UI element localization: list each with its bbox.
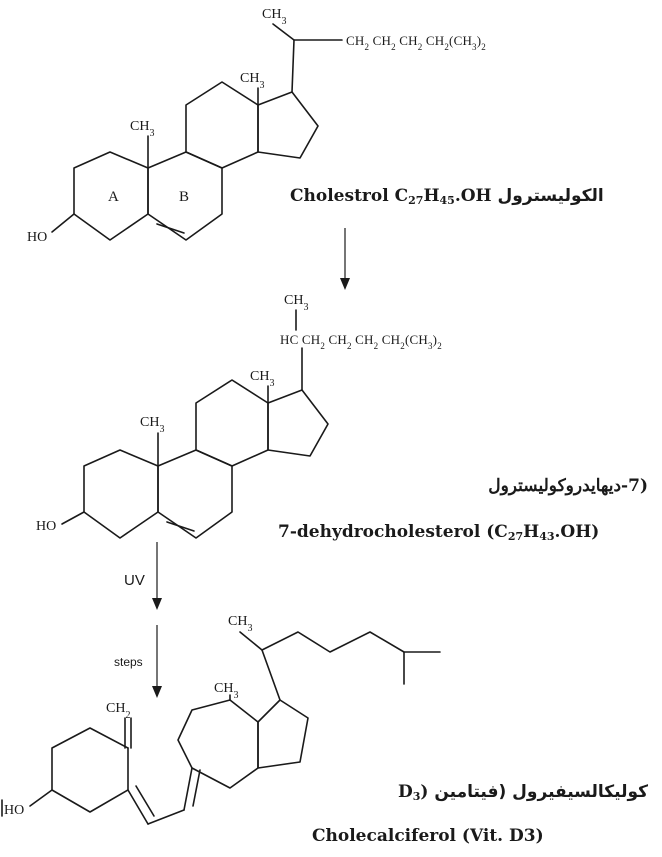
cholesterol-c17-bond [291,39,295,93]
vitd-arabic-caption: D3) كوليكالسيفيرول (فيتامين [397,782,648,803]
dehydrocholesterol-structure: CH3 HC CH2 CH2 CH2 CH2(CH3)2 CH3 CH3 HO [36,293,442,539]
cholesterol-side-methyl-label: CH3 [262,7,286,27]
cholesterol-methyl-bond [272,23,295,41]
cholesterol-ring-b-label: B [179,189,189,205]
cholesterol-double-bond [156,223,185,234]
dehydro-ring-a [83,449,159,539]
arrow-uv: UV [124,542,162,610]
steps-label: steps [114,655,143,669]
cholesterol-side-chain-label: CH2 CH2 CH2 CH2(CH3)2 [346,33,486,52]
dehydro-side-methyl-label: CH3 [284,293,308,313]
vitd-angular-methyl-label: CH3 [214,681,238,701]
arrow-cholesterol-to-dehydro [340,228,350,290]
vitd-c17-bond [261,649,281,701]
vitd-c5-c6-double-bond [135,785,155,817]
vitd-ring-d [257,699,309,769]
vitd-c5-c6-bond [127,789,149,825]
vitd-c6-c7-bond [147,809,185,825]
cholesterol-name: Cholestrol [290,186,389,206]
dehydro-hydroxyl-label: HO [36,519,56,534]
dehydro-angular-methyl-label-2: CH3 [250,369,274,389]
cholesterol-formula: C27H45.OH [394,186,492,207]
dehydro-arabic-caption: (7-ديهايدروكوليسترول [488,476,648,496]
cholesterol-ring-d [257,91,319,159]
dehydro-caption: 7-dehydrocholesterol (C27H43.OH) [278,522,600,543]
dehydro-side-chain-label: HC CH2 CH2 CH2 CH2(CH3)2 [280,332,442,351]
vitd-caption: Cholecalciferol (Vit. D3) [312,826,544,846]
vitd-hydroxyl-label: HO [4,803,24,818]
cholecalciferol-structure: CH3 CH3 CH2 HO [1,614,441,825]
cholesterol-angular-methyl-label-2: CH3 [240,71,264,91]
dehydro-ring-d [267,389,329,457]
vitd-methyl-bond [239,631,263,651]
cholesterol-hydroxyl-label: HO [27,230,47,245]
dehydro-angular-methyl-label-1: CH3 [140,415,164,435]
vitd-methylene-label: CH2 [106,701,130,721]
vitd-oh-bond [29,789,53,807]
uv-label: UV [124,572,145,589]
vitd-c8-bond [183,767,193,811]
cholesterol-structure: CH3 CH2 CH2 CH2 CH2(CH3)2 CH3 CH3 HO A B [27,7,486,245]
dehydro-ring-b [157,449,233,539]
cholesterol-ring-a-label: A [108,189,119,205]
dehydro-double-bond [166,521,195,532]
cholesterol-ring-c [185,81,259,169]
vitd-ring-c [177,699,259,789]
dehydro-ring-c [195,379,269,467]
cholesterol-caption: Cholestrol C27H45.OH الكوليسترول [290,186,604,206]
vitd-side-chain [261,631,441,653]
vitd-ring-a [51,727,129,813]
vitd-side-methyl-label: CH3 [228,614,252,634]
arrow-steps: steps [114,625,162,698]
vitd-c8-double-bond [192,769,201,807]
cholesterol-arabic-name: الكوليسترول [497,186,604,206]
cholesterol-angular-methyl-label-1: CH3 [130,119,154,139]
cholesterol-oh-bond [51,213,75,233]
dehydro-oh-bond [61,511,85,525]
